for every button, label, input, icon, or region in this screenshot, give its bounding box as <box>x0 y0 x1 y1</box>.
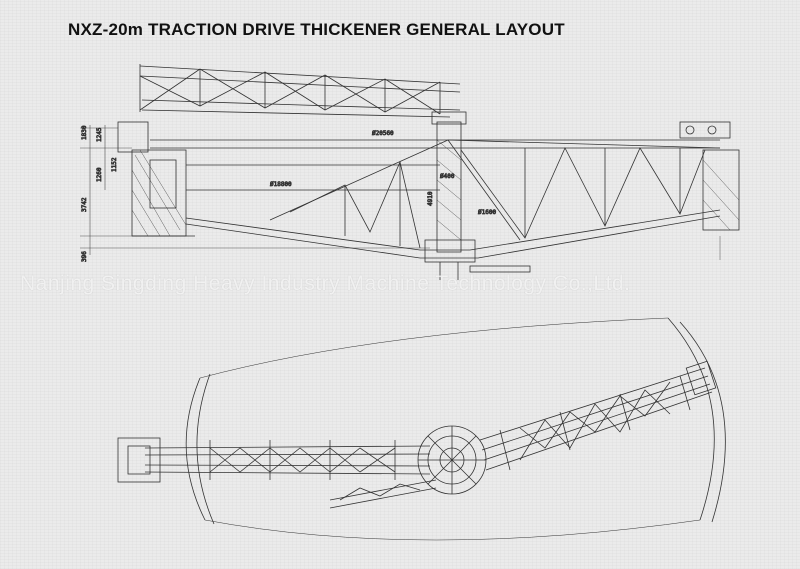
dim-inner-span: Ø18800 <box>270 181 292 188</box>
watermark-text: Nanjing Singding Heavy Industry Machine … <box>20 272 631 295</box>
dim-left-4: 396 <box>81 251 88 262</box>
walkway-truss <box>139 64 461 118</box>
dim-left-6: 1152 <box>111 157 118 172</box>
left-tank-wall <box>117 121 195 237</box>
dim-top-span: Ø20560 <box>372 130 394 137</box>
drawing-title: NXZ-20m TRACTION DRIVE THICKENER GENERAL… <box>68 20 565 39</box>
inclined-rake-arm <box>479 360 717 471</box>
plan-view <box>117 317 726 541</box>
center-column <box>424 111 531 280</box>
dim-center-dia-2: Ø1600 <box>478 209 496 216</box>
elevation-view <box>80 64 740 280</box>
dim-center-dia-1: Ø400 <box>440 173 455 180</box>
dim-left-2: 1260 <box>96 167 103 182</box>
right-tank-wall <box>679 121 740 231</box>
rake-arm-truss <box>269 139 721 249</box>
center-hub <box>417 425 487 495</box>
dim-left-5: 1245 <box>96 127 103 142</box>
dim-center-height: 4910 <box>427 191 434 206</box>
dim-left-3: 3742 <box>81 197 88 212</box>
dim-left-1: 1830 <box>81 125 88 140</box>
